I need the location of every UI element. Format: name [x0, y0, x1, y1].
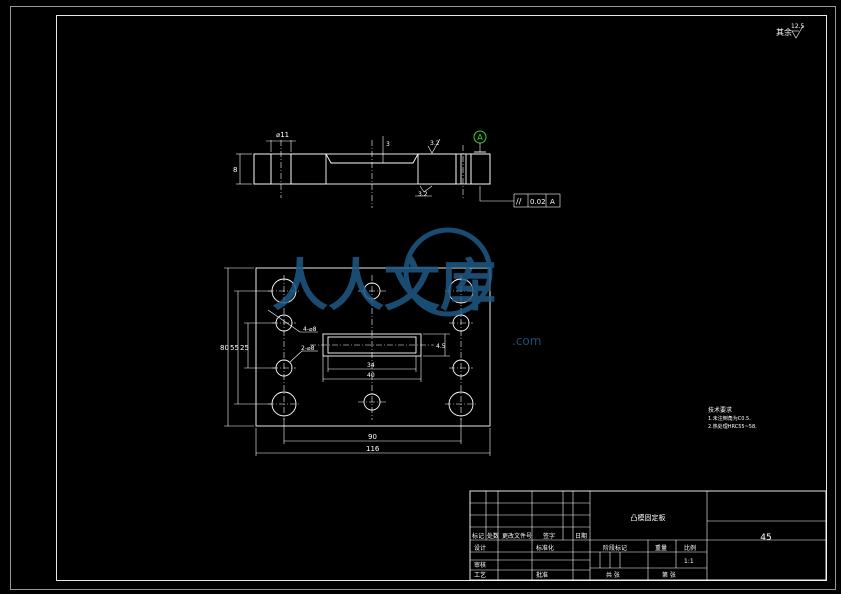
notes-line-2: 2.热处理HRC55~58.: [708, 423, 757, 430]
section-thickness-dim: 8: [233, 166, 237, 174]
tb-part-name: 凸模固定板: [631, 513, 666, 522]
dim-hole-spacing: 90: [368, 433, 377, 441]
tolerance-value: 0.02: [530, 198, 546, 206]
section-roughness-top: 3.2: [430, 140, 440, 147]
tb-sheet-total: 共 张: [606, 571, 620, 579]
tb-h-zone: 更改文件号: [502, 532, 532, 540]
left-hatch-1: [253, 153, 272, 185]
tolerance-datum: A: [550, 198, 555, 206]
left-hatch-2: [290, 153, 327, 185]
tb-approve: 批准: [536, 571, 548, 579]
tb-h-count: 处数: [487, 532, 499, 540]
corner-roughness: 其余 12.5: [776, 23, 805, 39]
dim-slot-inner: 34: [367, 362, 375, 369]
section-roughness-bottom: 3.2: [418, 191, 428, 198]
corner-roughness-label: 其余: [776, 27, 792, 37]
watermark-text: 人人文库: [272, 254, 496, 319]
section-depth-dim: 3: [386, 141, 390, 148]
technical-notes: 技术要求 1.未注倒角为C0.5. 2.热处理HRC55~58.: [708, 406, 757, 430]
dim-overall-height: 80: [220, 344, 229, 352]
watermark-logo-icon: [403, 227, 493, 317]
dim-slot-width: 4.5: [436, 343, 446, 350]
tb-process: 工艺: [474, 571, 486, 579]
datum-label: A: [477, 133, 483, 142]
tb-material: 45: [760, 533, 771, 543]
tb-sheet-num: 第 张: [662, 571, 676, 579]
outer-border: [10, 6, 836, 590]
plan-view: 4-⌀8 2-⌀8 80 55 25 4.5 34 40: [220, 267, 491, 456]
notes-title: 技术要求: [708, 406, 732, 414]
tb-standardize: 标准化: [536, 544, 554, 552]
section-hole-diameter: ⌀11: [276, 131, 289, 139]
right-hatch-1: [417, 153, 457, 185]
section-view: ⌀11 3 8 3.2 3.2 A // 0.02 A: [233, 130, 561, 208]
tb-designer: 设计: [474, 544, 486, 552]
watermark: 人人文库 .com: [272, 227, 541, 348]
tolerance-symbol: //: [516, 197, 522, 206]
dim-overall-width: 116: [366, 445, 380, 453]
plate-outline: [255, 267, 491, 427]
tb-stage-mark: 阶段标记: [603, 544, 627, 552]
tb-scale-value: 1:1: [684, 558, 694, 565]
hole-callout-1: 4-⌀8: [303, 326, 317, 333]
hole-callout-2: 2-⌀8: [301, 345, 315, 352]
tb-h-mark: 标记: [472, 532, 484, 540]
tb-h-date: 日期: [575, 532, 587, 540]
corner-roughness-value: 12.5: [791, 23, 805, 30]
right-hatch-2: [470, 153, 491, 185]
tb-h-sign: 签字: [543, 532, 555, 540]
dim-height-2: 55: [230, 344, 239, 352]
dim-slot-outer: 40: [367, 372, 375, 379]
dim-height-3: 25: [240, 344, 249, 352]
tb-review: 审核: [474, 561, 486, 569]
notes-line-1: 1.未注倒角为C0.5.: [708, 415, 751, 422]
watermark-url: .com: [512, 334, 541, 348]
inner-border: [56, 15, 827, 581]
tb-scale: 比例: [684, 544, 696, 552]
tb-weight: 重量: [655, 544, 667, 552]
title-block: 标记 处数 更改文件号 签字 日期 设计 标准化 审核 工艺 批准 凸模固定板 …: [469, 490, 827, 581]
